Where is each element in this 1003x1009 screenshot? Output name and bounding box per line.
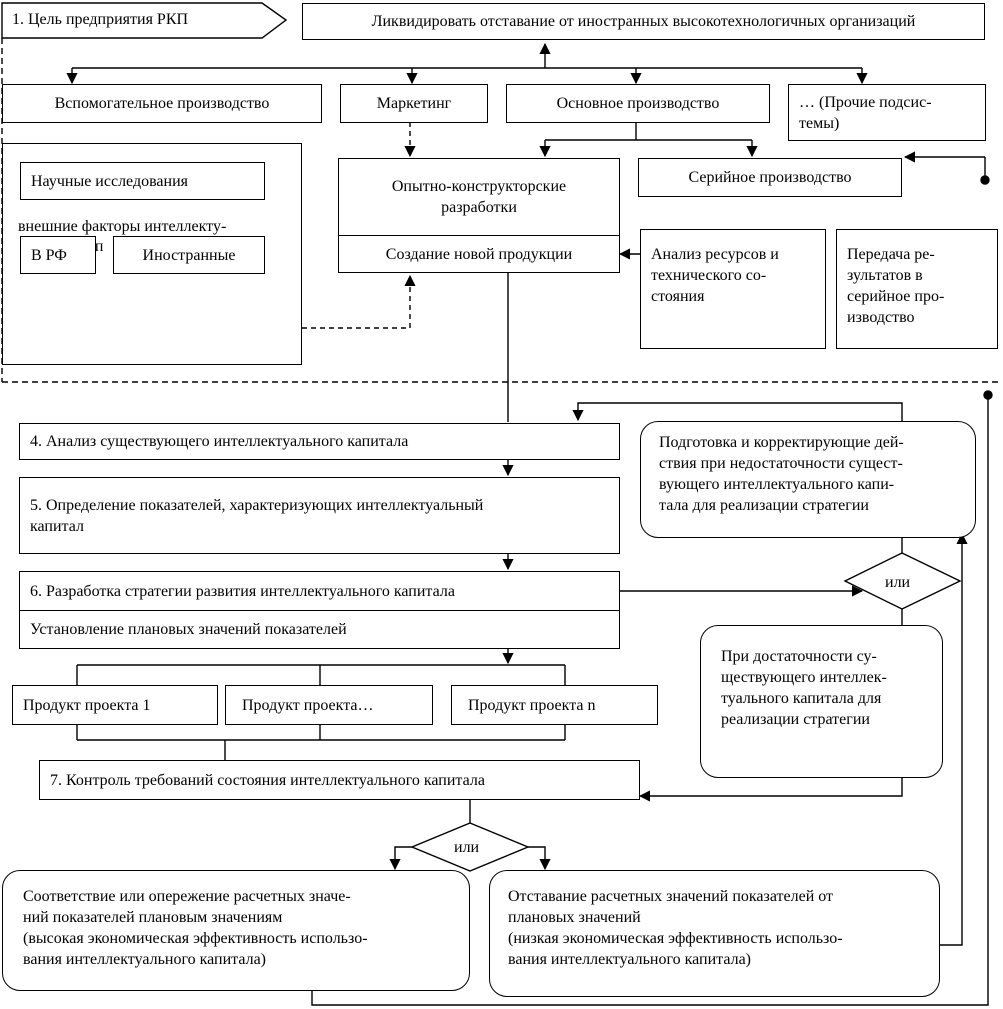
goal-label: 1. Цель предприятия РКП [12,11,189,28]
step5-label: 5. Определение показателей, характеризую… [30,496,484,535]
rnd-box: Опытно-конструкторские разработки [338,158,620,236]
step5-box: 5. Определение показателей, характеризую… [19,477,620,554]
step4-box: 4. Анализ существующего интеллектуальног… [19,423,620,460]
foreign-label: Иностранные [142,246,236,264]
step4-label: 4. Анализ существующего интеллектуальног… [30,433,409,450]
sufficient-box: При достаточности су- ществующего интелл… [700,625,943,778]
product-mid-label: Продукт проекта… [242,696,374,714]
step6-label: 6. Разработка стратегии развития интелле… [30,582,455,600]
step7-box: 7. Контроль требований состояния интелле… [39,760,640,800]
step6b-label: Установление плановых значений показател… [30,621,347,638]
aux-production-box: Вспомогательное производство [2,84,322,123]
analysis-label: Анализ ресурсов и технического со- стоян… [651,246,779,305]
goal-text-box: Ликвидировать отставание от иностранных … [302,3,985,40]
transfer-box: Передача ре- зультатов в серийное про- и… [836,229,998,349]
or-top-label: или [885,574,911,591]
step6-box: 6. Разработка стратегии развития интелле… [19,571,620,611]
good-result-box: Соответствие или опережение расчетных зн… [2,870,470,991]
product-n-label: Продукт проекта n [468,696,596,714]
research-label: Научные исследования [31,172,189,190]
step6b-box: Установление плановых значений показател… [19,610,620,649]
goal-text: Ликвидировать отставание от иностранных … [371,13,916,30]
new-product-box: Создание новой продукции [338,235,620,273]
sufficient-label: При достаточности су- ществующего интелл… [721,648,887,728]
product-n-box: Продукт проекта n [451,685,658,725]
step7-label: 7. Контроль требований состояния интелле… [50,771,485,789]
serial-production-label: Серийное производство [688,169,852,186]
or-diamond-bottom [410,822,530,872]
research-box: Научные исследования [20,162,265,200]
goal-pentagon [1,2,288,39]
other-subsystems-label: … (Прочие подсис- темы) [799,93,932,132]
main-production-label: Основное производство [556,95,720,112]
other-subsystems-box: … (Прочие подсис- темы) [788,84,986,141]
rnd-label: Опытно-конструкторские разработки [391,178,567,216]
bad-result-label: Отставание расчетных значений показателе… [508,888,843,968]
foreign-box: Иностранные [113,236,265,274]
new-product-label: Создание новой продукции [385,245,573,263]
external-factors-label: внешние факторы интеллекту- [18,216,227,237]
aux-production-label: Вспомогательное производство [54,95,270,112]
product-1-box: Продукт проекта 1 [12,685,218,725]
prep-box: Подготовка и корректирующие дей- ствия п… [640,421,976,538]
rf-box: В РФ [20,236,96,274]
marketing-box: Маркетинг [340,84,488,123]
serial-production-box: Серийное производство [638,158,902,197]
rf-label: В РФ [31,246,67,264]
good-result-label: Соответствие или опережение расчетных зн… [23,888,368,968]
transfer-label: Передача ре- зультатов в серийное про- и… [847,246,945,326]
marketing-label: Маркетинг [376,95,452,112]
or-bottom-label: или [454,839,480,856]
product-1-label: Продукт проекта 1 [23,696,151,714]
product-mid-box: Продукт проекта… [225,685,433,725]
bad-result-box: Отставание расчетных значений показателе… [489,870,940,997]
main-production-box: Основное производство [506,84,770,123]
prep-label: Подготовка и корректирующие дей- ствия п… [659,434,904,514]
analysis-box: Анализ ресурсов и технического со- стоян… [640,229,826,349]
